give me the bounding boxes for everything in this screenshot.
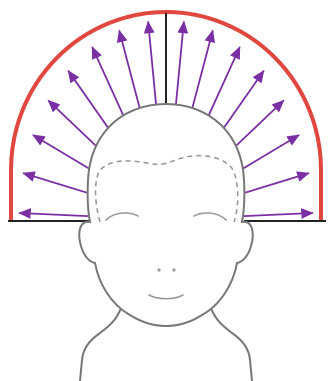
arrow-icon xyxy=(244,213,313,216)
arrow-icon xyxy=(148,22,156,109)
head-silhouette-icon xyxy=(79,104,252,326)
arrow-icon xyxy=(191,30,213,113)
arrow-icon xyxy=(23,173,90,194)
arrow-icon xyxy=(33,135,96,172)
arrow-icon xyxy=(19,213,88,216)
arrow-icon xyxy=(237,135,300,172)
arrow-icon xyxy=(242,173,309,194)
nose-right-dot-icon xyxy=(172,268,175,271)
arrow-icon xyxy=(119,30,141,113)
arrow-icon xyxy=(176,22,184,109)
nose-left-dot-icon xyxy=(157,268,160,271)
